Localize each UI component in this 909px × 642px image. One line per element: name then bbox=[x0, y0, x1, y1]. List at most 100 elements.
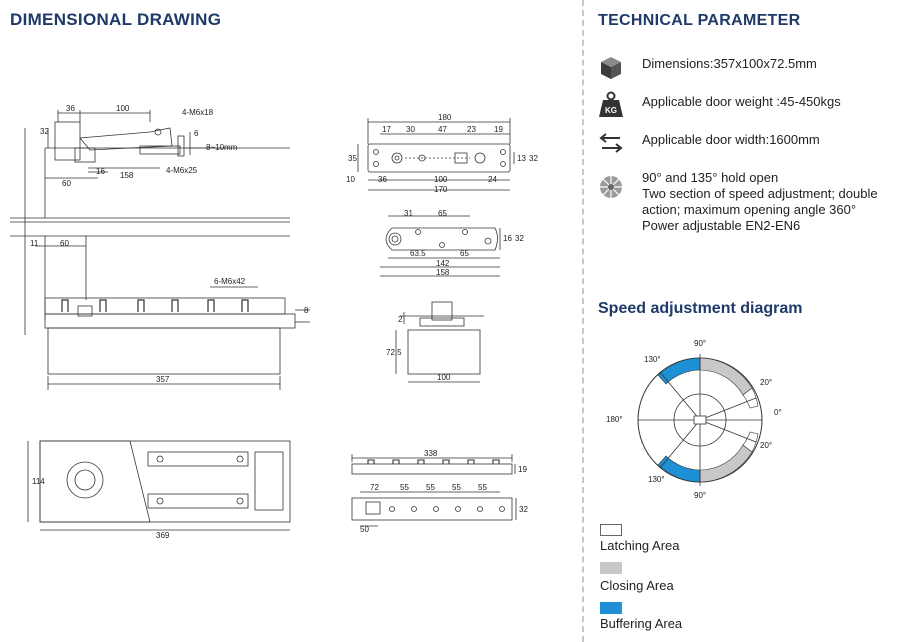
svg-text:6-M6x42: 6-M6x42 bbox=[214, 277, 246, 286]
svg-text:55: 55 bbox=[426, 483, 435, 492]
param-text: Applicable door width:1600mm bbox=[642, 132, 820, 147]
svg-text:35: 35 bbox=[348, 154, 357, 163]
svg-text:32: 32 bbox=[515, 234, 524, 243]
drawing-profile bbox=[395, 301, 484, 383]
feature-line: 90° and 135° hold open bbox=[642, 170, 779, 185]
svg-text:10: 10 bbox=[346, 175, 355, 184]
svg-text:31: 31 bbox=[404, 209, 413, 218]
svg-text:6: 6 bbox=[194, 129, 199, 138]
feature-line: action; maximum opening angle 360° bbox=[642, 202, 857, 217]
svg-text:55: 55 bbox=[400, 483, 409, 492]
svg-text:36: 36 bbox=[378, 175, 387, 184]
panel-divider bbox=[582, 0, 584, 642]
svg-text:4-M6x18: 4-M6x18 bbox=[182, 108, 214, 117]
svg-text:338: 338 bbox=[424, 449, 438, 458]
drawing-rail-top bbox=[351, 454, 516, 475]
svg-text:180°: 180° bbox=[606, 415, 623, 424]
buffering-area-lower bbox=[657, 455, 701, 483]
weight-kg-icon: KG bbox=[599, 91, 623, 117]
svg-text:47: 47 bbox=[438, 125, 447, 134]
svg-text:100: 100 bbox=[437, 373, 451, 382]
svg-text:16: 16 bbox=[96, 167, 105, 176]
legend-swatch-closing bbox=[600, 562, 622, 574]
gear-wheel-icon bbox=[600, 176, 622, 198]
svg-text:114: 114 bbox=[32, 477, 45, 486]
technical-parameter-title: TECHNICAL PARAMETER bbox=[598, 12, 801, 29]
svg-text:130°: 130° bbox=[644, 355, 661, 364]
svg-text:55: 55 bbox=[478, 483, 487, 492]
param-door-weight: KG Applicable door weight :45-450kgs bbox=[596, 90, 901, 120]
svg-text:369: 369 bbox=[156, 531, 170, 540]
drawing-cover-plate bbox=[357, 118, 515, 191]
svg-text:2: 2 bbox=[398, 315, 403, 324]
svg-text:142: 142 bbox=[436, 259, 450, 268]
svg-text:60: 60 bbox=[60, 239, 69, 248]
param-text: Applicable door weight :45-450kgs bbox=[642, 94, 841, 109]
svg-text:32: 32 bbox=[519, 505, 528, 514]
svg-text:13: 13 bbox=[517, 154, 526, 163]
svg-text:19: 19 bbox=[494, 125, 503, 134]
svg-text:55: 55 bbox=[452, 483, 461, 492]
svg-text:8~10mm: 8~10mm bbox=[206, 143, 238, 152]
drawing-top-mount bbox=[10, 110, 290, 335]
svg-text:KG: KG bbox=[605, 106, 617, 115]
feature-line: Two section of speed adjustment; double bbox=[642, 186, 878, 201]
svg-text:36: 36 bbox=[66, 104, 75, 113]
svg-text:100: 100 bbox=[116, 104, 130, 113]
buffering-area-upper bbox=[657, 357, 701, 385]
svg-text:0°: 0° bbox=[774, 408, 782, 417]
svg-text:32: 32 bbox=[40, 127, 49, 136]
arrows-width-icon bbox=[599, 133, 623, 153]
drawing-rail-plate bbox=[351, 491, 517, 527]
svg-text:23: 23 bbox=[467, 125, 476, 134]
svg-text:8: 8 bbox=[304, 306, 309, 315]
dimensional-drawings: 36 100 32 4-M6x18 6 8~10mm 16 158 60 4-M… bbox=[10, 104, 538, 540]
svg-text:158: 158 bbox=[436, 268, 450, 277]
svg-text:180: 180 bbox=[438, 113, 452, 122]
svg-text:63.5: 63.5 bbox=[410, 249, 426, 258]
svg-text:4-M6x25: 4-M6x25 bbox=[166, 166, 198, 175]
svg-text:65: 65 bbox=[460, 249, 469, 258]
dimension-labels: 36 100 32 4-M6x18 6 8~10mm 16 158 60 4-M… bbox=[30, 104, 538, 540]
drawing-arm-plate bbox=[380, 215, 501, 277]
svg-text:72.5: 72.5 bbox=[386, 348, 402, 357]
feature-line: Power adjustable EN2-EN6 bbox=[642, 218, 801, 233]
svg-text:65: 65 bbox=[438, 209, 447, 218]
legend-swatch-buffering bbox=[600, 602, 622, 614]
svg-text:20°: 20° bbox=[760, 441, 772, 450]
svg-text:24: 24 bbox=[488, 175, 497, 184]
legend-swatch-latching bbox=[600, 524, 622, 536]
svg-text:158: 158 bbox=[120, 171, 134, 180]
angle-wheel bbox=[637, 354, 763, 486]
svg-text:100: 100 bbox=[434, 175, 448, 184]
param-text: Dimensions:357x100x72.5mm bbox=[642, 56, 817, 71]
drawing-side-section bbox=[10, 235, 310, 390]
param-text: 90° and 135° hold open Two section of sp… bbox=[642, 170, 878, 234]
param-dimensions: Dimensions:357x100x72.5mm bbox=[596, 52, 901, 82]
svg-text:90°: 90° bbox=[694, 491, 706, 500]
speed-adjustment-diagram: 90° 90° 130° 130° 180° 0° 20° 20° bbox=[606, 339, 782, 500]
svg-text:11: 11 bbox=[30, 239, 39, 248]
svg-text:357: 357 bbox=[156, 375, 170, 384]
svg-text:130°: 130° bbox=[648, 475, 665, 484]
svg-text:32: 32 bbox=[529, 154, 538, 163]
svg-text:17: 17 bbox=[382, 125, 391, 134]
cube-icon bbox=[601, 57, 621, 79]
param-features: 90° and 135° hold open Two section of sp… bbox=[596, 168, 901, 238]
latching-area-upper bbox=[742, 387, 759, 409]
svg-text:170: 170 bbox=[434, 185, 448, 194]
svg-text:30: 30 bbox=[406, 125, 415, 134]
svg-text:20°: 20° bbox=[760, 378, 772, 387]
legend-label-closing: Closing Area bbox=[600, 578, 674, 593]
drawing-plan-view bbox=[27, 440, 291, 531]
dimensional-drawing-title: DIMENSIONAL DRAWING bbox=[10, 10, 222, 29]
svg-text:60: 60 bbox=[62, 179, 71, 188]
legend-label-latching: Latching Area bbox=[600, 538, 680, 553]
param-door-width: Applicable door width:1600mm bbox=[596, 128, 901, 158]
legend-label-buffering: Buffering Area bbox=[600, 616, 683, 631]
svg-text:90°: 90° bbox=[694, 339, 706, 348]
svg-text:50: 50 bbox=[360, 525, 369, 534]
angle-labels: 90° 90° 130° 130° 180° 0° 20° 20° bbox=[606, 339, 782, 500]
svg-text:16: 16 bbox=[503, 234, 512, 243]
svg-text:72: 72 bbox=[370, 483, 379, 492]
